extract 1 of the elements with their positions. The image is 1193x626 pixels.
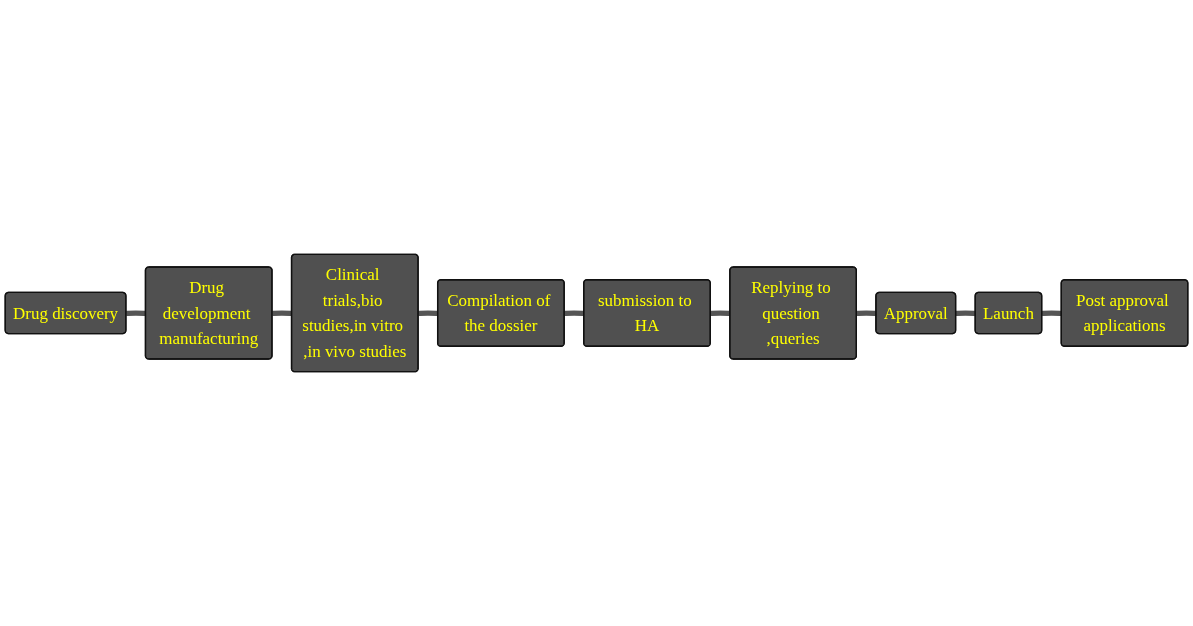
connector	[855, 310, 878, 316]
